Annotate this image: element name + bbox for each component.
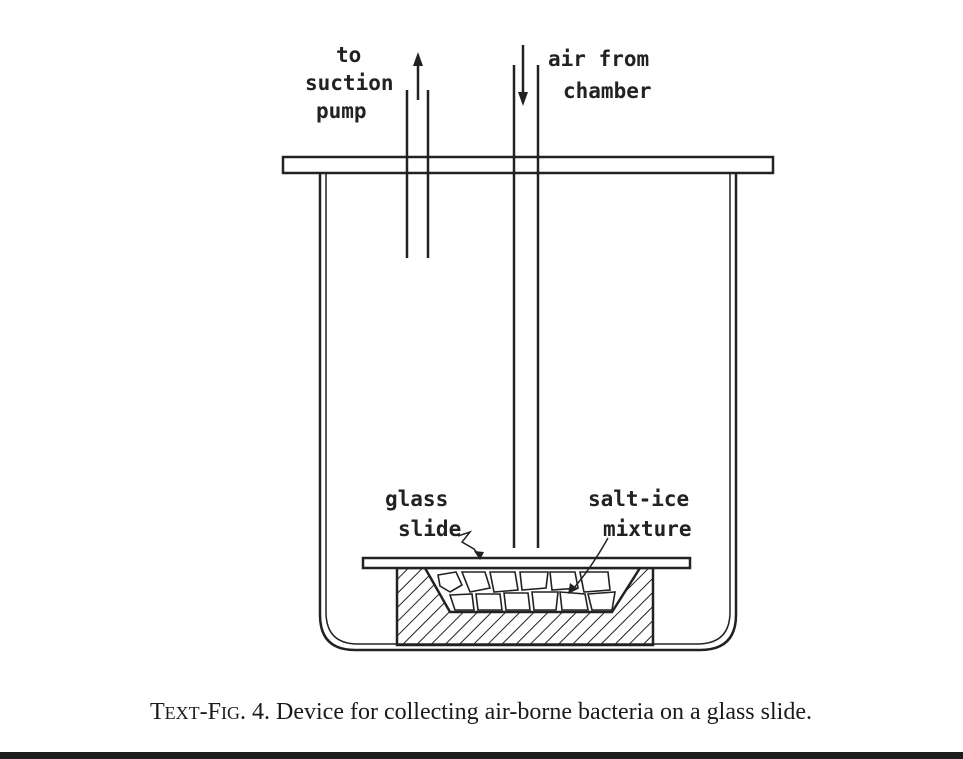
label-pump: pump <box>316 99 367 123</box>
label-salt-ice: salt-ice <box>588 487 689 511</box>
label-air-from: air from <box>548 47 649 71</box>
container-outer-wall <box>318 173 738 652</box>
lid <box>281 155 775 175</box>
label-mixture: mixture <box>603 517 692 541</box>
ice-leader <box>571 537 609 591</box>
bottom-border <box>0 752 963 759</box>
glass-slide <box>361 556 692 570</box>
label-suction: suction <box>305 71 394 95</box>
label-glass: glass <box>385 487 448 511</box>
label-slide: slide <box>398 517 461 541</box>
figure-caption: TEXT-FIG. 4. Device for collecting air-b… <box>150 699 812 725</box>
label-chamber: chamber <box>563 79 652 103</box>
ice-pebbles <box>437 571 616 611</box>
label-to: to <box>336 43 361 67</box>
